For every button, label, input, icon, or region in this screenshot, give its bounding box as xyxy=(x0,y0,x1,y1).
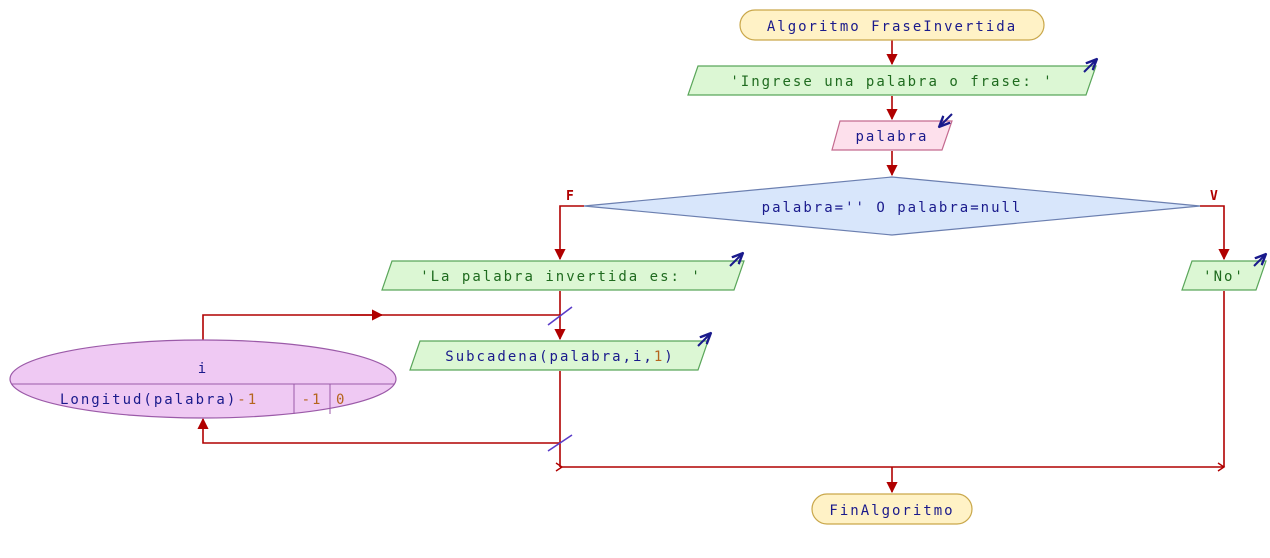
output-arrow-icon xyxy=(1083,60,1096,73)
loop-end: 0 xyxy=(336,392,346,408)
substr-args-close: ) xyxy=(664,349,674,365)
substr-expression: Subcadena(palabra,i,1) xyxy=(445,349,674,365)
merge-tick-right xyxy=(1217,462,1226,472)
substr-output-node[interactable]: Subcadena(palabra,i,1) xyxy=(409,334,710,371)
msg-true-output-node[interactable]: 'No' xyxy=(1181,255,1266,291)
decision-node[interactable]: palabra='' O palabra=null F V xyxy=(566,176,1218,236)
substr-args-open: (palabra,i, xyxy=(539,349,654,365)
loop-start-expr: Longitud(palabra) xyxy=(60,392,237,408)
output-arrow-icon xyxy=(697,334,710,347)
msg-false-output-node[interactable]: 'La palabra invertida es: ' xyxy=(381,254,744,291)
output-arrow-icon xyxy=(729,254,742,267)
decision-label: palabra='' O palabra=null xyxy=(762,200,1023,216)
edge-decision-true xyxy=(1200,205,1230,261)
false-flag: F xyxy=(566,189,574,204)
loop-step: -1 xyxy=(302,392,323,408)
output-arrow-icon xyxy=(1253,255,1265,267)
msg-false-label: 'La palabra invertida es: ' xyxy=(420,269,702,285)
end-label: FinAlgoritmo xyxy=(829,503,954,519)
edge-loop-return xyxy=(197,417,560,444)
loop-exit-marker xyxy=(547,434,573,452)
true-flag: V xyxy=(1210,189,1218,204)
loop-start-offset: -1 xyxy=(237,392,258,408)
edge-loop-top xyxy=(202,314,560,340)
input-arrow-icon xyxy=(940,113,953,126)
loop-entry-marker xyxy=(547,306,573,326)
start-terminal[interactable]: Algoritmo FraseInvertida xyxy=(739,9,1045,41)
prompt-output-node[interactable]: 'Ingrese una palabra o frase: ' xyxy=(687,60,1096,96)
read-label: palabra xyxy=(855,129,928,145)
for-loop-node[interactable]: i Longitud(palabra)-1 -1 0 xyxy=(9,339,397,419)
edge-decision-false xyxy=(554,205,584,261)
prompt-label: 'Ingrese una palabra o frase: ' xyxy=(730,74,1053,90)
loop-start-expression: Longitud(palabra)-1 xyxy=(60,392,258,408)
read-input-node[interactable]: palabra xyxy=(831,113,953,151)
merge-tick-left xyxy=(555,462,564,472)
substr-fn: Subcadena xyxy=(445,349,539,365)
msg-true-label: 'No' xyxy=(1203,269,1245,285)
substr-arg-num: 1 xyxy=(654,349,664,365)
connectors xyxy=(197,40,1230,494)
start-label: Algoritmo FraseInvertida xyxy=(767,19,1017,35)
end-terminal[interactable]: FinAlgoritmo xyxy=(811,493,973,525)
loop-variable: i xyxy=(198,361,208,377)
